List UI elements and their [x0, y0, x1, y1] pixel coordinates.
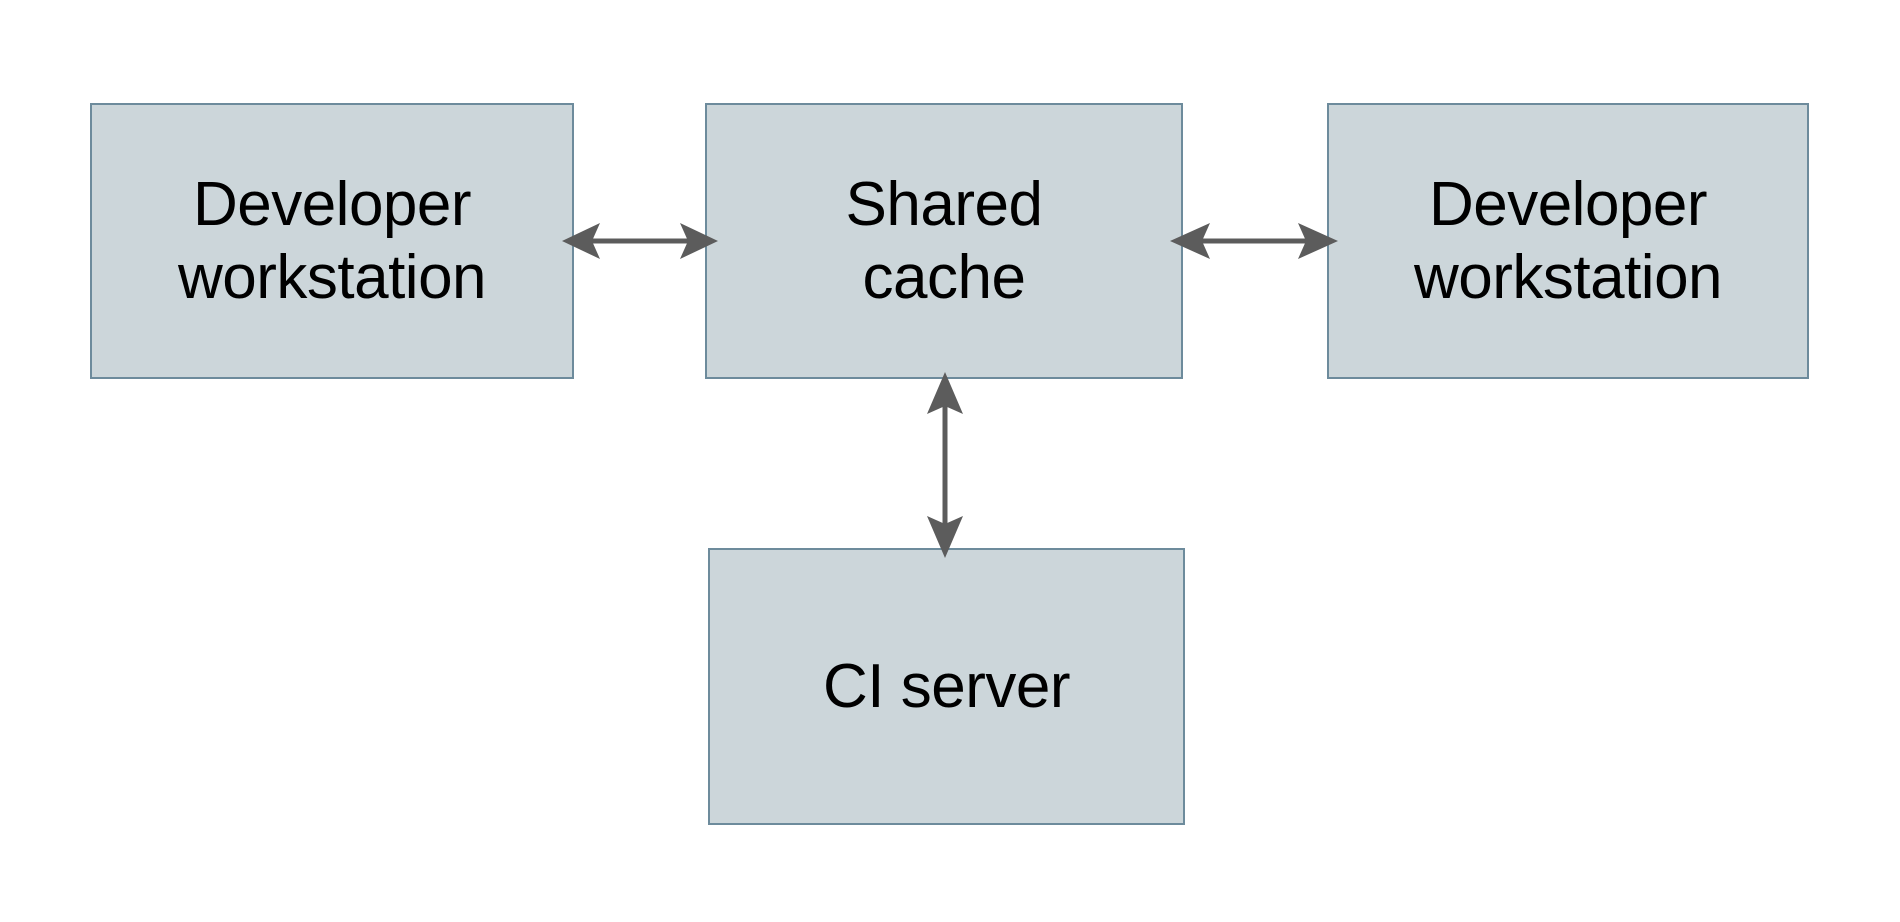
- node-developer-workstation-right[interactable]: Developer workstation: [1327, 103, 1809, 379]
- connector-shared-cache-to-ci-server[interactable]: [918, 370, 972, 560]
- double-arrow-icon: [562, 223, 718, 259]
- node-label: Developer workstation: [1413, 169, 1723, 312]
- double-arrow-icon: [1170, 223, 1338, 259]
- node-label: CI server: [823, 651, 1070, 721]
- double-arrow-icon: [927, 372, 963, 558]
- node-label: Developer workstation: [177, 169, 487, 312]
- node-label: Shared cache: [845, 169, 1043, 312]
- node-shared-cache[interactable]: Shared cache: [705, 103, 1183, 379]
- node-developer-workstation-left[interactable]: Developer workstation: [90, 103, 574, 379]
- connector-dev-left-to-shared-cache[interactable]: [560, 215, 720, 267]
- node-ci-server[interactable]: CI server: [708, 548, 1185, 825]
- connector-shared-cache-to-dev-right[interactable]: [1168, 215, 1340, 267]
